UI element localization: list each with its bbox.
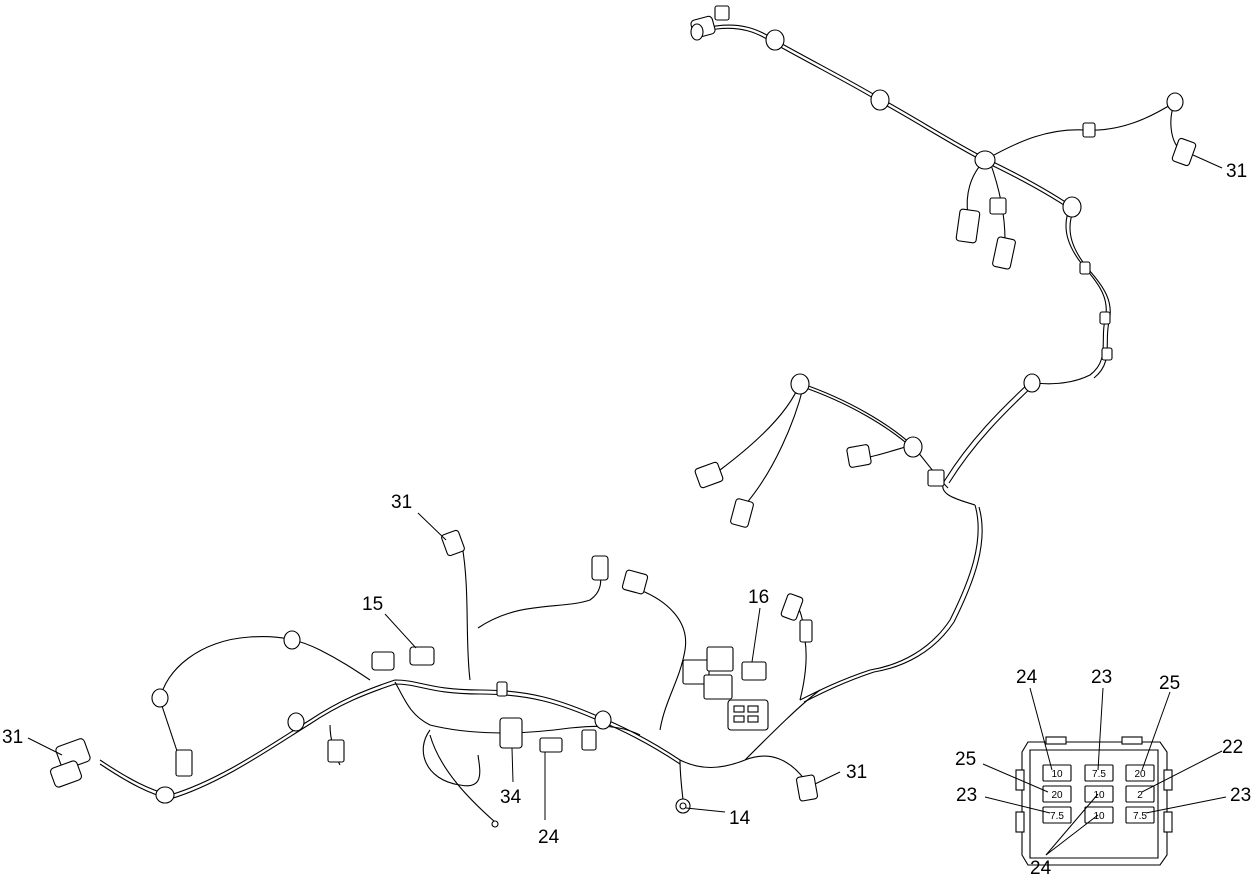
bracket-34 [499,717,523,749]
callout-15: 15 [362,594,383,615]
fuse-callout-22-right: 22 [1222,737,1243,758]
fuse-block-detail: 10 7.5 20 20 10 2 7.5 10 7.5 [955,667,1251,879]
leader-lines [27,154,1223,820]
connector-pair-upper [955,197,1016,270]
connector-31-bottom [795,774,819,802]
callout-24: 24 [538,827,560,848]
fuse-rating: 10 [1093,790,1105,801]
fuse-rating: 10 [1051,769,1063,780]
fuse-callout-23-top: 23 [1091,667,1112,688]
fuse-callout-23-right: 23 [1230,785,1251,806]
callout-numbers: 31 31 31 31 15 16 34 24 14 [2,161,1247,848]
fuse-rating: 2 [1137,790,1143,801]
connector-24 [539,737,563,753]
fuse-rating: 10 [1093,811,1105,822]
fuse-holder-15 [409,646,435,666]
fuse-callout-25-top: 25 [1159,673,1180,694]
callout-31-mid: 31 [391,492,412,513]
callout-16: 16 [748,587,769,608]
connector-top-left [690,5,730,41]
fuse-rating: 20 [1051,790,1063,801]
fuse-callout-24-bottom: 24 [1030,858,1052,879]
lower-main-harness [50,529,821,828]
connector-31-top-right [1171,137,1197,167]
fuse-callout-24-top: 24 [1016,667,1038,688]
fuse-row-2: 20 10 2 [1042,785,1155,803]
relay-cluster-16 [682,646,769,731]
middle-harness-branch [694,373,983,703]
fuse-callout-25-left: 25 [955,749,976,770]
connector-31-mid [441,529,465,557]
fuse-row-3: 7.5 10 7.5 [1042,806,1155,824]
connector-31-left [50,738,91,788]
fuse-rating: 7.5 [1133,811,1147,822]
callout-31-left: 31 [2,727,23,748]
sensor-14 [675,798,691,814]
fuse-row-1: 10 7.5 20 [1042,764,1155,782]
callout-34: 34 [500,787,522,808]
fuse-callout-23-left: 23 [956,785,977,806]
callout-14: 14 [729,808,751,829]
callout-31-bottom: 31 [846,762,867,783]
upper-harness-branch [690,5,1197,506]
fuse-rating: 20 [1134,769,1146,780]
fuse-rating: 7.5 [1050,811,1064,822]
callout-31-top-right: 31 [1226,161,1247,182]
fuse-rating: 7.5 [1092,769,1106,780]
